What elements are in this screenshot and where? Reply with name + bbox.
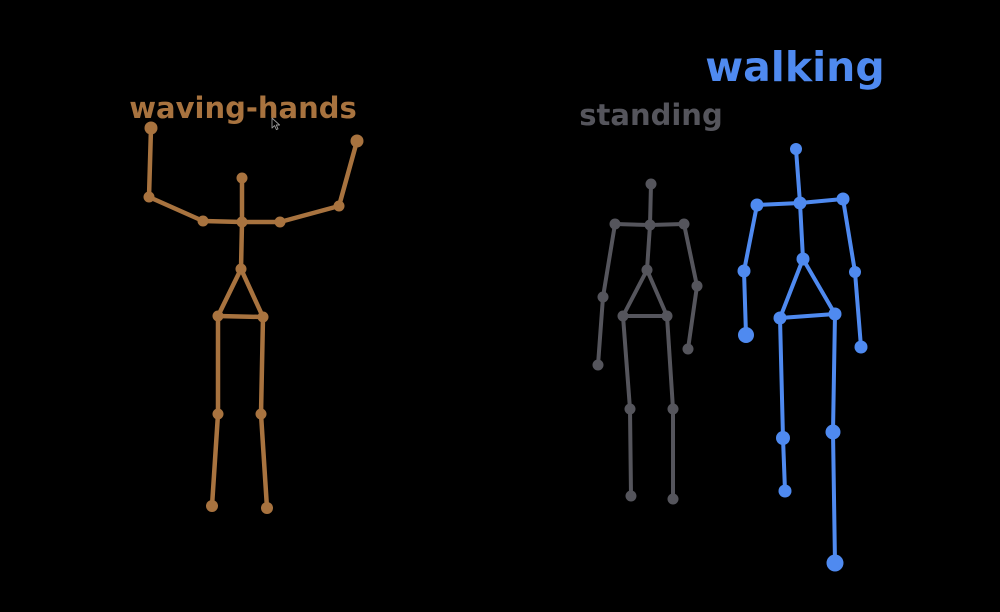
joint-right-elbow (333, 200, 345, 212)
joint-right-knee (667, 403, 679, 415)
joint-right-ankle (667, 493, 679, 505)
bone-right-thigh (258, 314, 266, 417)
joint-head (790, 143, 802, 155)
joint-left-shoulder (609, 218, 621, 230)
bone-left-thigh (621, 314, 632, 411)
bone-right-shoulder (798, 197, 845, 205)
bone-neck (794, 147, 802, 205)
bone-left-pelvis (621, 268, 649, 318)
joint-right-wrist (350, 134, 364, 148)
joint-left-knee (624, 403, 636, 415)
bone-left-forearm (596, 295, 605, 367)
bone-spine (798, 201, 805, 261)
bone-left-pelvis (215, 266, 244, 319)
bone-right-thigh (831, 312, 837, 434)
joint-right-hip (661, 310, 673, 322)
joint-right-ankle (826, 554, 844, 572)
joint-left-knee (212, 408, 224, 420)
bone-left-shoulder (613, 222, 652, 227)
bone-right-upper-arm (682, 222, 699, 288)
bone-left-forearm (146, 125, 154, 200)
bone-left-upper-arm (742, 203, 759, 273)
bone-left-shin (781, 436, 787, 493)
bone-left-shoulder (200, 218, 245, 225)
joint-neck (793, 196, 807, 210)
joint-left-wrist (144, 121, 158, 135)
bone-hip (215, 313, 266, 320)
joint-left-ankle (206, 500, 218, 512)
bone-right-forearm (853, 270, 863, 349)
bone-left-pelvis (778, 257, 805, 320)
bone-right-upper-arm (841, 197, 857, 274)
bone-spine (238, 219, 245, 272)
joint-right-wrist (854, 340, 868, 354)
joint-left-hip (617, 310, 629, 322)
joint-head (645, 178, 657, 190)
skeleton-standing: standing (579, 98, 723, 505)
joint-left-ankle (778, 484, 792, 498)
bone-spine (645, 223, 652, 272)
joint-left-knee (776, 431, 790, 445)
mouse-pointer-icon (271, 117, 281, 131)
joint-pelvis (796, 252, 810, 266)
bone-right-shin (831, 430, 837, 565)
joint-left-elbow (143, 191, 155, 203)
joint-neck (236, 216, 248, 228)
joint-right-knee (255, 408, 267, 420)
joint-left-wrist (738, 327, 754, 343)
joint-right-shoulder (274, 216, 286, 228)
joint-left-elbow (597, 291, 609, 303)
joint-right-hip (828, 307, 842, 321)
joint-left-wrist (592, 359, 604, 371)
joint-left-hip (773, 311, 787, 325)
bone-left-shoulder (755, 201, 802, 207)
bone-left-shin (209, 411, 221, 509)
bone-right-forearm (686, 284, 699, 351)
joint-neck (644, 219, 656, 231)
joint-left-shoulder (750, 198, 764, 212)
joint-left-hip (212, 310, 224, 322)
bone-right-thigh (665, 314, 675, 411)
joint-right-ankle (261, 502, 273, 514)
joint-right-knee (825, 424, 841, 440)
joint-left-ankle (625, 490, 637, 502)
bone-left-forearm (742, 269, 748, 337)
bone-neck (648, 182, 653, 227)
skeleton-waving-hands: waving-hands (129, 91, 364, 514)
joint-pelvis (235, 263, 247, 275)
bone-left-thigh (778, 316, 785, 440)
joint-right-hip (257, 311, 269, 323)
joint-right-wrist (682, 343, 694, 355)
bone-right-forearm (336, 138, 360, 209)
bone-left-upper-arm (146, 194, 206, 224)
bone-right-pelvis (801, 257, 837, 316)
joint-right-elbow (691, 280, 703, 292)
bone-right-shoulder (648, 222, 686, 227)
bone-right-shin (258, 411, 270, 511)
bone-right-pelvis (645, 268, 669, 318)
skeleton-walking: walking (705, 43, 885, 572)
pose-label-standing: standing (579, 98, 722, 132)
bone-left-shin (628, 407, 633, 498)
pose-label-walking: walking (705, 43, 884, 91)
joint-pelvis (641, 264, 653, 276)
joint-head (236, 172, 248, 184)
joint-right-elbow (849, 266, 861, 278)
joint-left-shoulder (197, 215, 209, 227)
bone-hip (778, 312, 837, 320)
joint-right-shoulder (836, 192, 850, 206)
bone-right-upper-arm (277, 203, 342, 225)
joint-right-shoulder (678, 218, 690, 230)
joint-left-elbow (737, 264, 751, 278)
bone-right-pelvis (238, 266, 266, 320)
pose-label-waving-hands: waving-hands (129, 91, 357, 125)
bone-left-upper-arm (601, 222, 617, 299)
